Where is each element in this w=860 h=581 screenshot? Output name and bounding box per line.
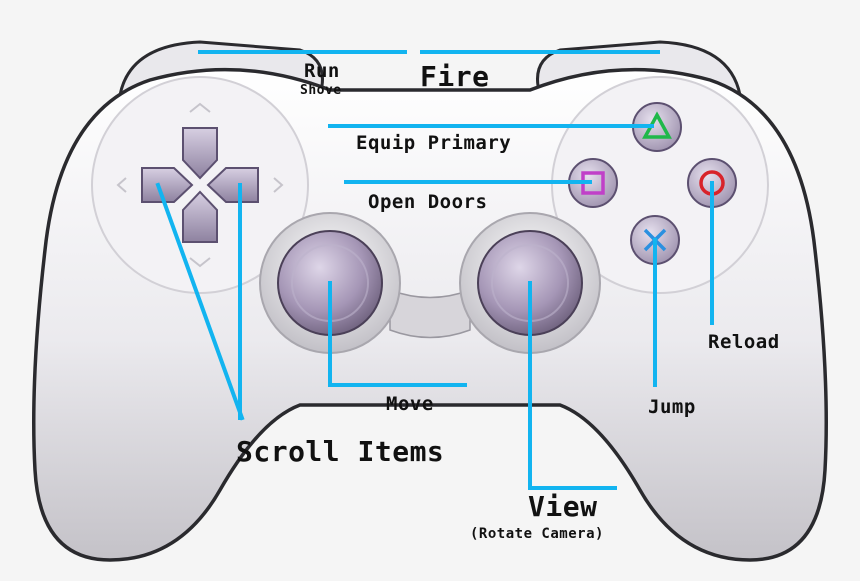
- view-label: View: [528, 490, 598, 523]
- fire-label: Fire: [420, 60, 490, 93]
- scroll-items-label: Scroll Items: [236, 435, 445, 468]
- run-label: Run: [304, 60, 340, 82]
- shove-label: Shove: [300, 83, 342, 98]
- dpad-down: [182, 190, 218, 243]
- dpad: [141, 127, 259, 243]
- center-recess: [389, 288, 471, 339]
- scroll-line-left: [155, 182, 245, 421]
- dpad-up: [182, 127, 218, 180]
- dpad-right: [206, 167, 259, 203]
- reload-label: Reload: [708, 331, 780, 353]
- open-doors-label: Open Doors: [368, 191, 488, 213]
- callout-lines: [155, 50, 714, 490]
- move-line: [328, 281, 467, 387]
- dpad-well: [91, 76, 309, 294]
- view-sub-label: (Rotate Camera): [470, 526, 604, 542]
- move-label: Move: [386, 393, 434, 415]
- equip-primary-label: Equip Primary: [356, 132, 512, 154]
- jump-label: Jump: [648, 396, 696, 418]
- view-line: [528, 281, 617, 490]
- dpad-left: [141, 167, 194, 203]
